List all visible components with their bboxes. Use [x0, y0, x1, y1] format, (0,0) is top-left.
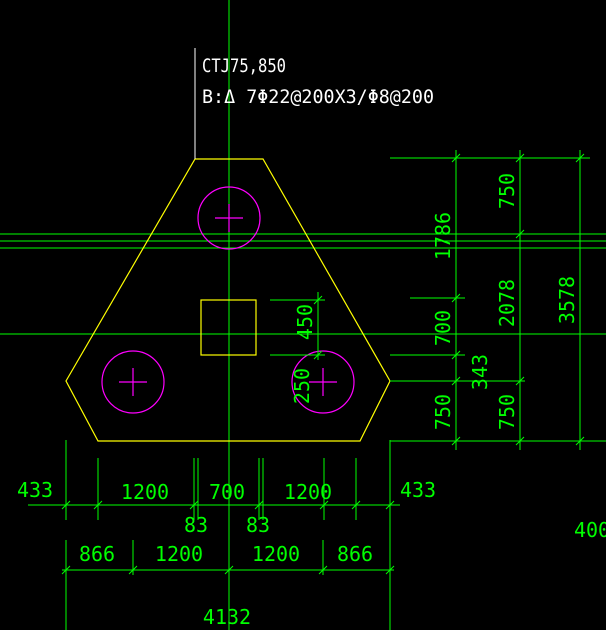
dim-v1786: 1786 [431, 212, 455, 260]
pile-cap-outline [65, 158, 391, 442]
dim-700: 700 [209, 480, 245, 504]
dim-col-450: 450 [293, 304, 317, 340]
dim-1200-d: 1200 [252, 542, 300, 566]
dim-v750-top: 750 [495, 173, 519, 209]
dim-v750-left: 750 [431, 394, 455, 430]
dim-col-250: 250 [290, 368, 314, 404]
pile-right [291, 350, 355, 414]
dim-v750-bottom: 750 [495, 394, 519, 430]
horizontal-dimensions [28, 440, 606, 630]
dim-v700: 700 [431, 310, 455, 346]
dim-1200-b: 1200 [284, 480, 332, 504]
dim-1200-c: 1200 [155, 542, 203, 566]
dim-83-b: 83 [246, 513, 270, 537]
label-line-2: B:Δ 7Φ22@200X3/Φ8@200 [202, 86, 434, 108]
dim-866-b: 866 [337, 542, 373, 566]
vertical-dimensions [270, 150, 590, 450]
pile-top [197, 186, 261, 250]
label-line-1: CTJ75,850 [202, 55, 286, 77]
dim-side-400: 400 [574, 518, 606, 542]
dim-left-433: 433 [17, 478, 53, 502]
dim-83-a: 83 [184, 513, 208, 537]
column-rectangle [200, 299, 257, 356]
dim-866-a: 866 [79, 542, 115, 566]
dim-1200-a: 1200 [121, 480, 169, 504]
pile-left [101, 350, 165, 414]
dim-right-433: 433 [400, 478, 436, 502]
dim-v3578: 3578 [555, 276, 579, 324]
dim-v2078: 2078 [495, 279, 519, 327]
dim-v343: 343 [468, 354, 492, 390]
dim-total-4132: 4132 [203, 605, 251, 629]
